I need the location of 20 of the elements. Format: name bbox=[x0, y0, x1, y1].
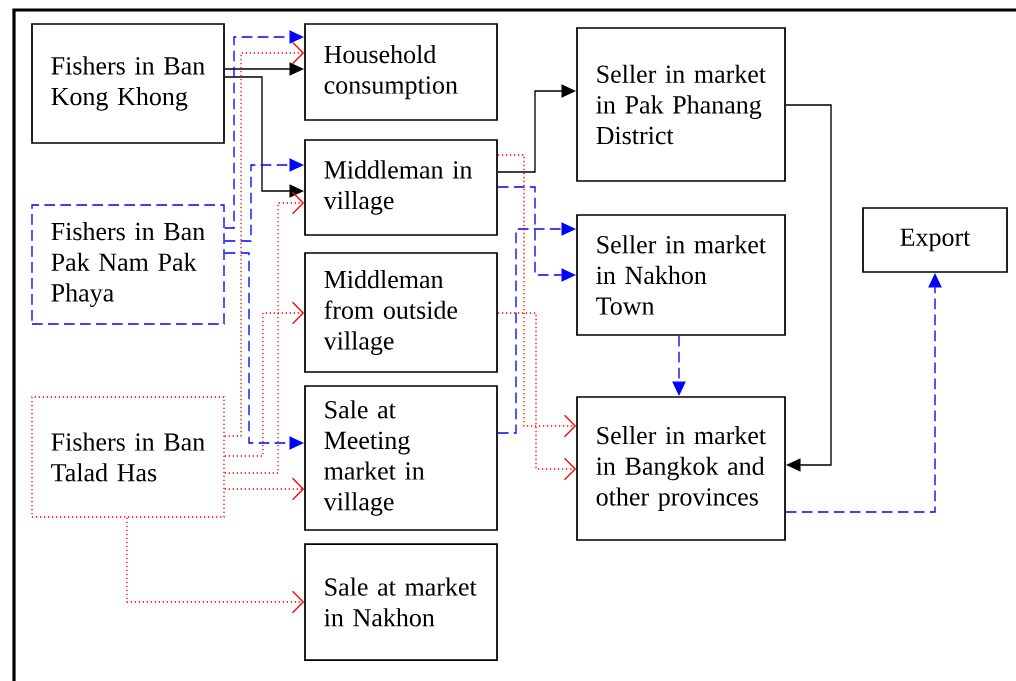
arrow bbox=[224, 301, 305, 457]
arrow bbox=[224, 191, 305, 474]
arrow bbox=[126, 517, 305, 614]
process-box: Middleman in village bbox=[304, 139, 498, 236]
process-box: Fishers in Ban Pak Nam Pak Phaya bbox=[31, 204, 225, 325]
process-box: Fishers in Ban Talad Has bbox=[31, 396, 225, 518]
arrow bbox=[224, 41, 305, 437]
arrow bbox=[497, 312, 577, 481]
process-box: Seller in market in Bangkok and other provinces bbox=[576, 396, 786, 541]
process-box: Sale at Meeting market in village bbox=[304, 385, 498, 531]
arrow bbox=[497, 154, 577, 438]
process-box: Fishers in Ban Kong Khong bbox=[31, 23, 225, 144]
process-box: Seller in market in Pak Phanang District bbox=[576, 27, 786, 182]
process-box: Export bbox=[862, 207, 1008, 273]
process-box: Sale at market in Nakhon bbox=[304, 543, 498, 661]
arrow bbox=[785, 104, 832, 472]
process-box: Middleman from outside village bbox=[304, 252, 498, 373]
process-box: Seller in market in Nakhon Town bbox=[576, 214, 786, 336]
arrow bbox=[224, 477, 305, 501]
process-box: Household consumption bbox=[304, 23, 498, 121]
